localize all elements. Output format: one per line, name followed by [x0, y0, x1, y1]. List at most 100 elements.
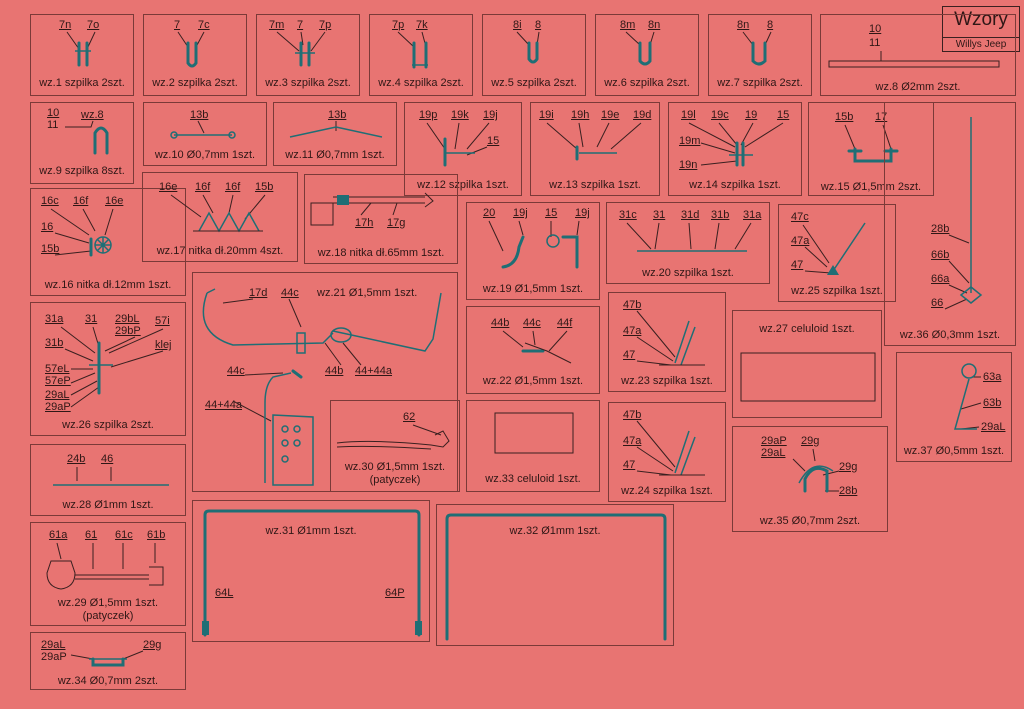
part-label: 44b [491, 317, 510, 329]
lever-drawing [636, 310, 705, 366]
pattern-wz27: wz.27 celuloid 1szt. [732, 310, 882, 418]
pattern-wz37: 63a 63b 29aL wz.37 Ø0,5mm 1szt. [896, 352, 1012, 462]
part-label: 7p [392, 19, 405, 31]
pattern-caption: wz.6 szpilka 2szt. [604, 77, 690, 89]
spring-drawing [170, 194, 266, 233]
part-label: 47b [623, 409, 642, 421]
part-label: 19p [419, 109, 438, 121]
part-label: 29g [801, 435, 820, 447]
part-label: 8 [767, 19, 774, 31]
pattern-caption: wz.37 Ø0,5mm 1szt. [903, 445, 1005, 457]
part-label: 7 [174, 19, 181, 31]
pattern-caption: wz.30 Ø1,5mm 1szt. [344, 461, 446, 473]
bar-drawing [626, 222, 752, 252]
part-label: 31 [85, 313, 98, 325]
pattern-wz26: 31a 31 29bL 29bP 57i 31b klej 57eL 57eP … [30, 302, 186, 436]
pattern-caption: wz.8 Ø2mm 2szt. [875, 81, 961, 93]
pattern-caption: wz.4 szpilka 2szt. [378, 77, 464, 89]
part-label: 16f [225, 181, 241, 193]
part-label: 15 [487, 135, 500, 147]
part-label: 57eP [45, 375, 71, 387]
part-label: 11 [869, 37, 881, 49]
pattern-caption: wz.17 nitka dł.20mm 4szt. [156, 245, 284, 257]
pattern-caption: wz.31 Ø1mm 1szt. [265, 525, 357, 537]
part-label: 19c [711, 109, 729, 121]
part-label: 7k [416, 19, 428, 31]
part-label: 10 [869, 23, 882, 35]
pattern-wz3: 7m 7 7p wz.3 szpilka 2szt. [256, 14, 360, 96]
bracket-drawing [70, 650, 144, 667]
part-label: 13b [328, 109, 347, 121]
pattern-wz7: 8n 8 wz.7 szpilka 2szt. [708, 14, 812, 96]
part-label: 16c [41, 195, 59, 207]
pin-drawing [65, 120, 109, 155]
part-label: 15 [777, 109, 790, 121]
part-label: 29aL [45, 389, 70, 401]
pin-drawing [688, 122, 784, 167]
part-label: 31a [45, 313, 64, 325]
shovel-drawing [46, 542, 164, 590]
part-label: 19e [601, 109, 620, 121]
bracket-drawing [502, 330, 572, 364]
part-label: 13b [190, 109, 209, 121]
part-label: 8m [620, 19, 636, 31]
part-label: 62 [403, 411, 416, 423]
pattern-wz19: 20 19j 15 19j wz.19 Ø1,5mm 1szt. [466, 202, 600, 300]
part-label: wz.8 [81, 109, 104, 121]
part-label: 16e [159, 181, 178, 193]
steering-drawing [202, 288, 442, 486]
pattern-wz33: wz.33 celuloid 1szt. [466, 400, 600, 492]
pattern-caption: wz.18 nitka dł.65mm 1szt. [317, 247, 445, 259]
part-label: 31 [653, 209, 666, 221]
pattern-caption-note: (patyczek) [82, 610, 134, 622]
part-label: 16 [41, 221, 54, 233]
pattern-wz9: 10 11 wz.8 wz.9 szpilka 8szt. [30, 102, 134, 184]
pattern-caption: wz.25 szpilka 1szt. [791, 285, 883, 297]
part-label: 8i [513, 19, 522, 31]
part-label: 57eL [45, 363, 70, 375]
part-label: 29bL [115, 313, 140, 325]
pattern-caption: wz.2 szpilka 2szt. [152, 77, 238, 89]
pin-drawing [276, 31, 326, 67]
pattern-caption: wz.19 Ø1,5mm 1szt. [482, 283, 584, 295]
part-label: 31d [681, 209, 700, 221]
part-label: 19l [681, 109, 696, 121]
part-label: 61a [49, 529, 68, 541]
part-label: 46 [101, 453, 114, 465]
pattern-wz24: 47b 47a 47 wz.24 szpilka 1szt. [608, 402, 726, 502]
pattern-caption: wz.16 nitka dł.12mm 1szt. [44, 279, 172, 291]
pattern-caption: wz.26 szpilka 2szt. [62, 419, 154, 431]
pattern-caption: wz.34 Ø0,7mm 2szt. [57, 675, 159, 687]
pattern-wz22: 44b 44c 44f wz.22 Ø1,5mm 1szt. [466, 306, 600, 394]
part-label: 44f [557, 317, 573, 329]
frame-drawing [202, 509, 422, 637]
pattern-wz29: 61a 61 61c 61b wz.29 Ø1,5mm 1szt. (patyc… [30, 522, 186, 626]
pattern-wz6: 8m 8n wz.6 szpilka 2szt. [595, 14, 699, 96]
part-label: 19 [745, 109, 758, 121]
pattern-caption: wz.13 szpilka 1szt. [549, 179, 641, 191]
part-label: 31b [45, 337, 64, 349]
part-label: 19k [451, 109, 469, 121]
part-label: 17h [355, 217, 374, 229]
part-label: 7 [297, 19, 304, 31]
part-label: 10 [47, 107, 60, 119]
celluloid-drawing [740, 352, 876, 402]
part-label: 66 [931, 297, 944, 309]
pattern-caption: wz.27 celuloid 1szt. [759, 323, 855, 335]
part-label: 29aP [45, 401, 71, 413]
part-label: klej [155, 339, 172, 351]
part-label: 16e [105, 195, 124, 207]
part-label: 29g [839, 461, 858, 473]
part-label: 11 [47, 119, 59, 131]
part-label: 19d [633, 109, 652, 121]
part-label: 17d [249, 287, 268, 299]
part-label: 66b [931, 249, 950, 261]
pattern-caption: wz.20 szpilka 1szt. [642, 267, 734, 279]
part-label: 61b [147, 529, 166, 541]
part-label: 29aP [41, 651, 67, 663]
pattern-wz35: 29aP 29aL 29g 29g 28b wz.35 Ø0,7mm 2szt. [732, 426, 888, 532]
part-label: 44c [523, 317, 541, 329]
part-label: 64L [215, 587, 234, 599]
part-label: 19h [571, 109, 590, 121]
part-label: 63a [983, 371, 1002, 383]
